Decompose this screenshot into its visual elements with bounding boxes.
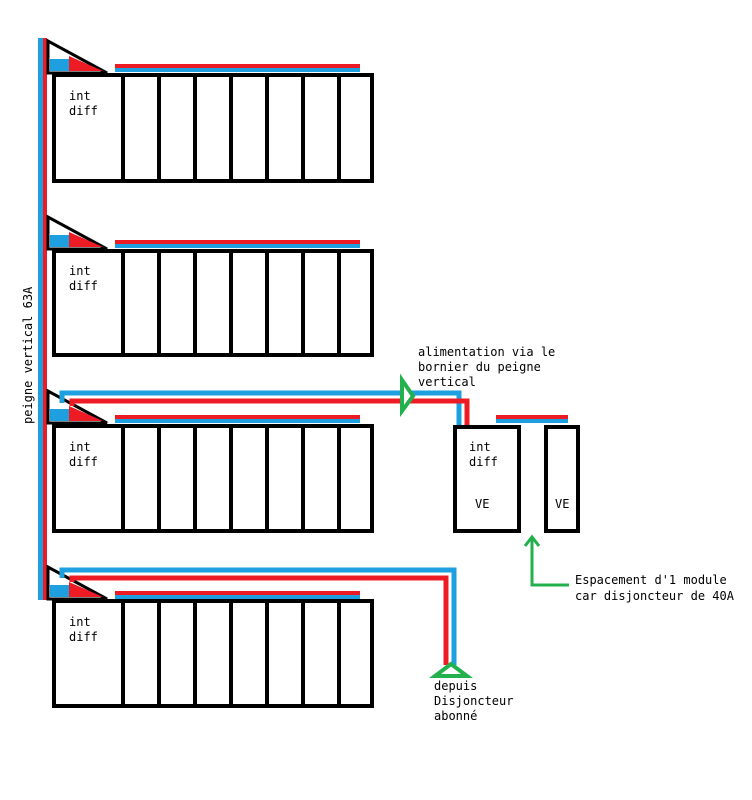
red-busbar-4	[115, 591, 360, 595]
terminal-blue-1	[50, 59, 69, 71]
feed-wire-blue	[59, 390, 462, 427]
vertical-comb-red	[43, 38, 47, 600]
ve-panel: int diff VE VE	[453, 415, 580, 533]
blue-busbar-2	[115, 244, 360, 248]
panel-row-2: int diff	[46, 214, 374, 357]
panel-row-1: int diff	[46, 38, 374, 183]
spacing-note-line1: Espacement d'1 module	[575, 573, 727, 587]
source-wires-row4	[59, 567, 457, 665]
source-arrow-icon	[429, 661, 473, 678]
diff-label-4b: diff	[69, 630, 98, 644]
diff-label-2a: int	[69, 264, 91, 278]
terminal-red-3	[69, 406, 103, 421]
source-note-line3: abonné	[434, 709, 477, 723]
diff-label-2b: diff	[69, 279, 98, 293]
terminal-red-2	[69, 232, 103, 247]
terminal-blue-2	[50, 235, 69, 247]
source-wire-red	[69, 575, 449, 665]
feed-note-line3: vertical	[418, 375, 476, 389]
ve-diff-enclosure	[453, 425, 521, 533]
ve-diff-label-a: int	[469, 440, 491, 454]
breaker-modules-3	[121, 426, 341, 531]
source-note-line1: depuis	[434, 679, 477, 693]
feed-note-line2: bornier du peigne	[418, 360, 541, 374]
panel-row-3: int diff	[46, 388, 374, 533]
vertical-comb-label: peigne vertical 63A	[21, 286, 35, 424]
ve-diff-label-b: diff	[469, 455, 498, 469]
terminal-blue-3	[50, 409, 69, 421]
spacing-note-line2: car disjoncteur de 40A	[575, 589, 735, 603]
red-busbar-3	[115, 415, 360, 419]
breaker-enclosure-4	[52, 599, 374, 708]
breaker-enclosure-1	[52, 73, 374, 183]
breaker-modules-1	[121, 75, 341, 181]
feed-wires-row3	[59, 390, 470, 427]
ve-red-busbar	[496, 415, 568, 419]
ve-blue-busbar	[496, 419, 568, 423]
blue-busbar-1	[115, 68, 360, 72]
terminal-red-1	[69, 56, 103, 71]
source-wire-blue	[59, 567, 457, 665]
breaker-enclosure-3	[52, 424, 374, 533]
diff-label-4a: int	[69, 615, 91, 629]
vertical-comb-blue	[38, 38, 43, 600]
panel-row-4: int diff	[46, 564, 374, 708]
terminal-blue-4	[50, 585, 69, 597]
diff-label-3a: int	[69, 440, 91, 454]
red-busbar-2	[115, 240, 360, 244]
feed-wire-red	[69, 398, 470, 427]
blue-busbar-3	[115, 419, 360, 423]
breaker-modules-2	[121, 251, 341, 355]
breaker-modules-4	[121, 601, 341, 706]
diff-label-1a: int	[69, 89, 91, 103]
breaker-enclosure-2	[52, 249, 374, 357]
red-busbar-1	[115, 64, 360, 68]
ve-label-2: VE	[555, 497, 569, 511]
feed-note-line1: alimentation via le	[418, 345, 555, 359]
blue-busbar-4	[115, 595, 360, 599]
terminal-red-4	[69, 582, 103, 597]
diff-label-1b: diff	[69, 104, 98, 118]
diff-label-3b: diff	[69, 455, 98, 469]
ve-label-1: VE	[475, 497, 489, 511]
source-note-line2: Disjoncteur	[434, 694, 513, 708]
feed-arrow-icon	[400, 373, 416, 418]
ve-breaker-module	[544, 425, 580, 533]
spacing-arrow-icon	[523, 534, 569, 587]
